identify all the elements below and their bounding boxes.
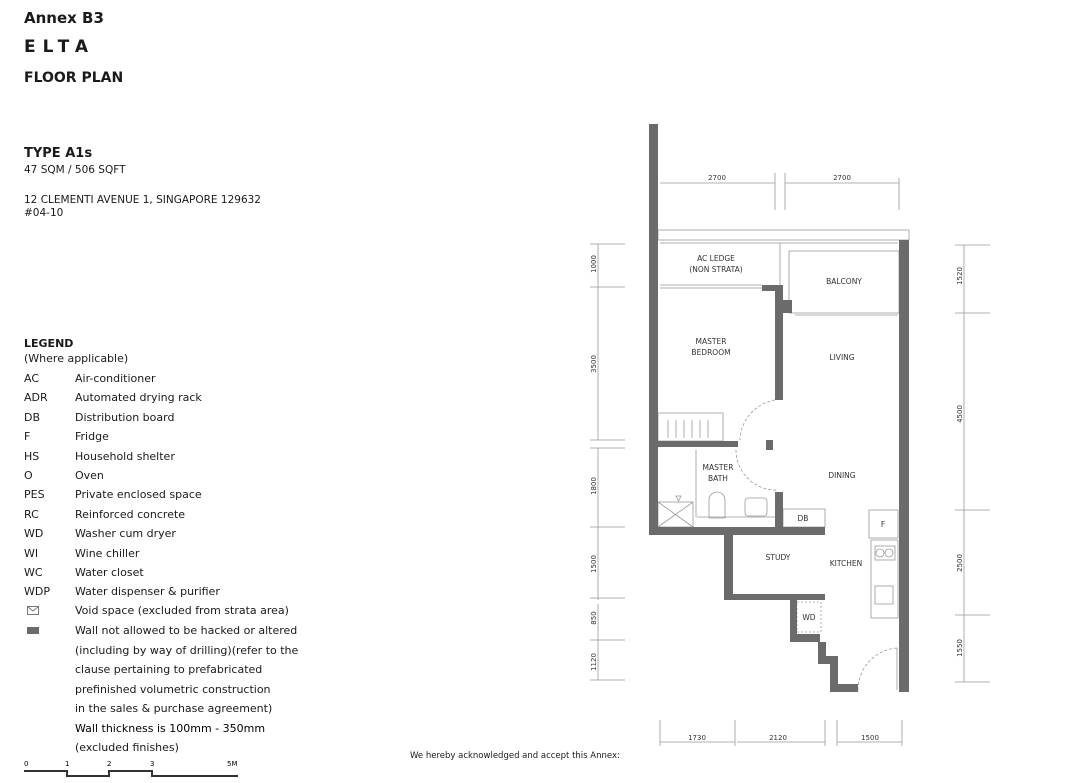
legend-code: DB xyxy=(24,410,41,424)
unit-type: TYPE A1s xyxy=(24,146,93,161)
legend-desc: Oven xyxy=(75,469,104,482)
legend-code: WC xyxy=(24,566,43,579)
room-label-master-bedroom: BEDROOM xyxy=(691,348,730,357)
legend-wall-desc: clause pertaining to prefabricated xyxy=(75,663,263,676)
legend-desc: Fridge xyxy=(75,430,109,444)
legend-void-desc: Void space (excluded from strata area) xyxy=(75,604,289,617)
unit-number: #04-10 xyxy=(24,207,64,219)
legend-wall-desc: Wall not allowed to be hacked or altered xyxy=(75,624,298,637)
dimension-label: 850 xyxy=(590,611,598,624)
legend-title: LEGEND xyxy=(24,337,74,350)
room-label-master-bath: BATH xyxy=(708,474,728,483)
unit-address: 12 CLEMENTI AVENUE 1, SINGAPORE 129632 xyxy=(24,194,261,206)
legend-code: WD xyxy=(24,527,44,541)
legend-wall-desc: prefinished volumetric construction xyxy=(75,683,271,696)
dimension-label: 2700 xyxy=(833,174,851,182)
room-label-dining: DINING xyxy=(828,471,855,480)
scale-tick: 5M xyxy=(227,760,238,768)
legend-code: HS xyxy=(24,449,40,463)
fridge-label: F xyxy=(881,520,885,529)
scale-bar: 0 1 2 3 5M xyxy=(24,760,238,777)
legend-desc: Private enclosed space xyxy=(75,488,202,502)
legend-subtitle: (Where applicable) xyxy=(24,352,129,365)
legend-code: ADR xyxy=(24,391,48,405)
room-label-master-bedroom: MASTER xyxy=(696,337,727,346)
legend-code: O xyxy=(24,469,33,482)
legend-desc: Water dispenser & purifier xyxy=(75,585,220,599)
dimension-label: 1000 xyxy=(590,255,598,273)
legend-desc: Washer cum dryer xyxy=(75,527,176,541)
legend-code: WI xyxy=(24,546,39,560)
wall-thickness-note: Wall thickness is 100mm - 350mm xyxy=(75,722,266,735)
legend-desc: Reinforced concrete xyxy=(75,507,186,521)
dimension-label: 1800 xyxy=(590,477,598,495)
legend-wall-desc: in the sales & purchase agreement) xyxy=(75,702,273,715)
dimension-label: 1500 xyxy=(590,555,598,573)
dimension-label: 4500 xyxy=(956,405,964,423)
legend-wall-desc: (including by way of drilling)(refer to … xyxy=(75,644,299,657)
wd-label: WD xyxy=(802,613,815,622)
room-label-ac-ledge: AC LEDGE xyxy=(697,254,735,263)
dimension-label: 1120 xyxy=(590,653,598,671)
legend-desc: Water closet xyxy=(75,566,144,579)
room-label-balcony: BALCONY xyxy=(826,277,862,286)
legend-code: AC xyxy=(24,372,40,385)
legend-code: F xyxy=(24,430,31,444)
acceptance-statement: We hereby acknowledged and accept this A… xyxy=(410,751,620,761)
unit-area: 47 SQM / 506 SQFT xyxy=(24,164,126,176)
legend-desc: Air-conditioner xyxy=(75,372,156,385)
scale-tick: 3 xyxy=(150,760,154,768)
scale-tick: 0 xyxy=(24,760,28,768)
project-name-logo: ELTA xyxy=(24,37,96,57)
void-space-icon xyxy=(24,604,74,618)
dimension-label: 2500 xyxy=(956,554,964,572)
legend-desc: Automated drying rack xyxy=(75,391,202,405)
dimension-label: 2120 xyxy=(769,734,787,742)
scale-tick: 1 xyxy=(65,760,69,768)
dimension-label: 1550 xyxy=(956,639,964,657)
legend-code: WDP xyxy=(24,585,50,599)
wall-thickness-note: (excluded finishes) xyxy=(75,741,179,754)
legend-desc: Household shelter xyxy=(75,449,175,463)
scale-tick: 2 xyxy=(107,760,111,768)
annex-label: Annex B3 xyxy=(24,9,104,27)
room-label-master-bath: MASTER xyxy=(703,463,734,472)
room-label-kitchen: KITCHEN xyxy=(830,559,863,568)
legend-desc: Distribution board xyxy=(75,410,175,424)
room-label-ac-ledge: (NON STRATA) xyxy=(689,265,742,274)
dimension-label: 1730 xyxy=(688,734,706,742)
dimension-label: 1500 xyxy=(861,734,879,742)
protected-wall-icon xyxy=(24,624,74,637)
db-label: DB xyxy=(798,514,809,523)
dimension-label: 2700 xyxy=(708,174,726,182)
legend-code: RC xyxy=(24,507,39,521)
dimension-label: 3500 xyxy=(590,355,598,373)
legend-code: PES xyxy=(24,488,45,502)
page-title: FLOOR PLAN xyxy=(24,70,124,86)
dimension-label: 1520 xyxy=(956,267,964,285)
room-label-living: LIVING xyxy=(829,353,854,362)
legend-desc: Wine chiller xyxy=(75,546,140,560)
room-label-study: STUDY xyxy=(766,553,791,562)
